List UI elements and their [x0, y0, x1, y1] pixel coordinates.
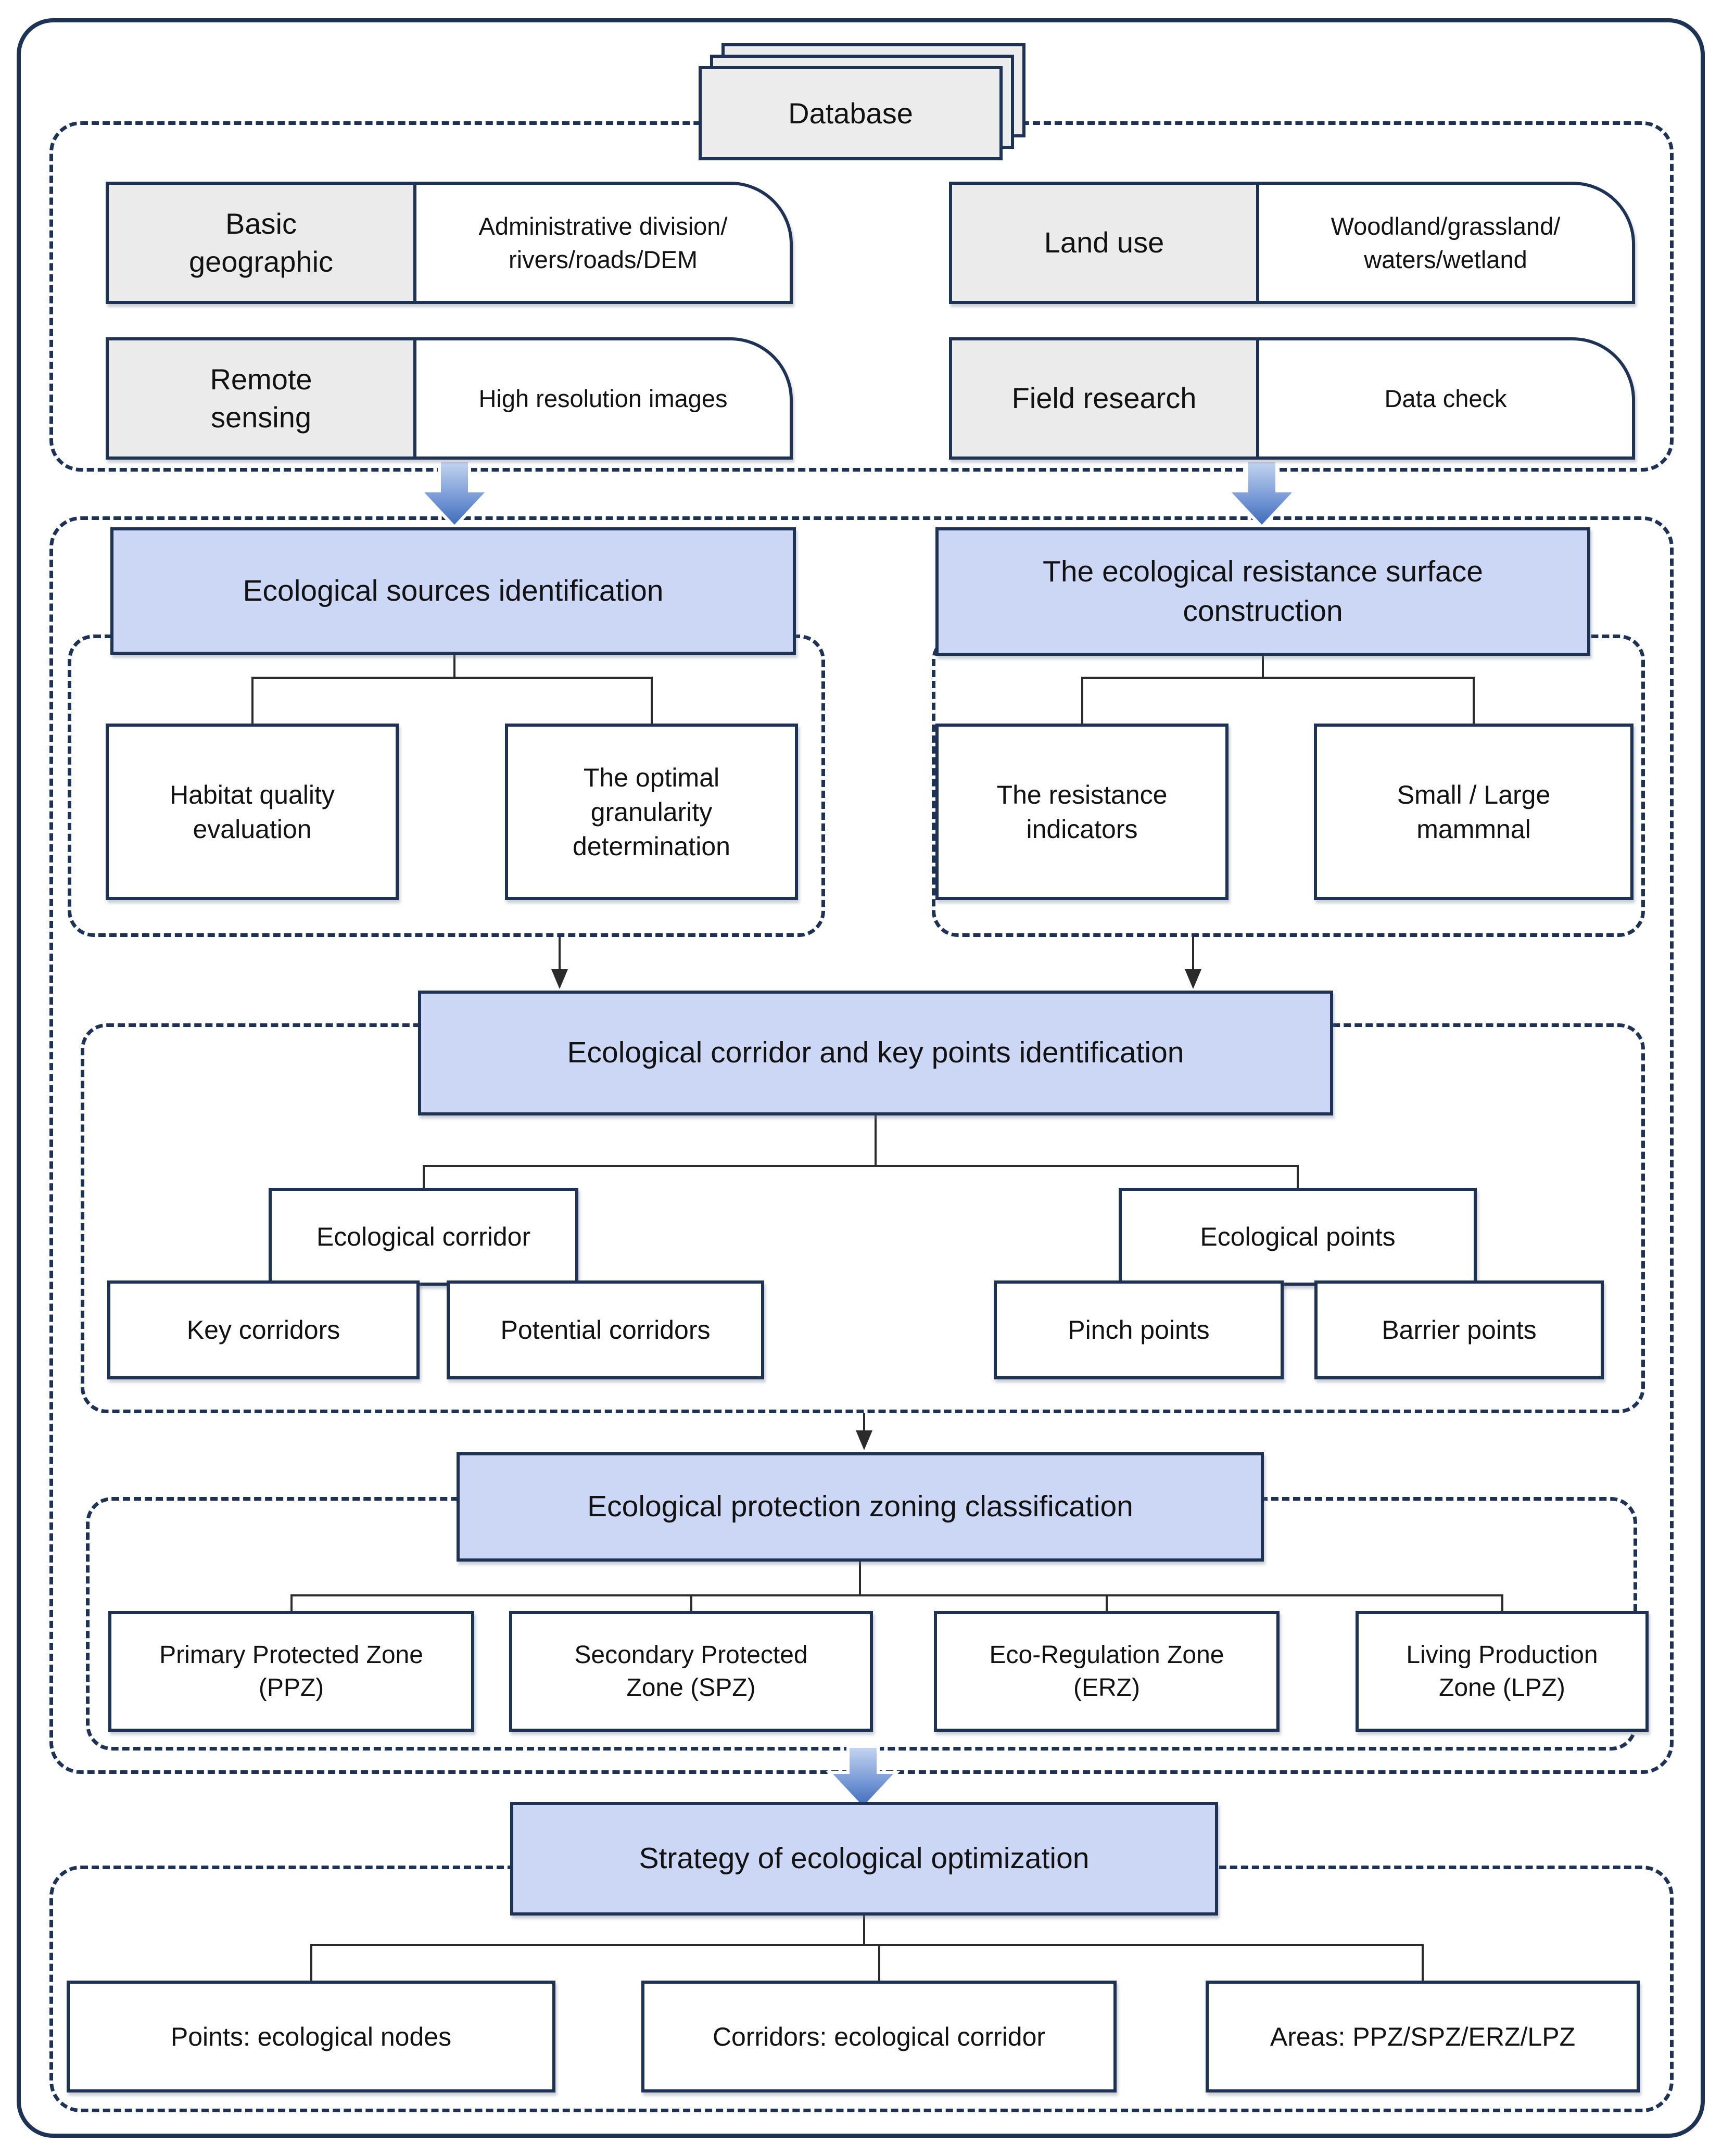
node-potential-corridors: Potential corridors: [447, 1280, 764, 1379]
remote-sensing-category: Remote sensing: [109, 340, 416, 456]
node-habitat-quality: Habitat quality evaluation: [106, 724, 399, 900]
node-resistance-header: The ecological resistance surface constr…: [935, 527, 1590, 656]
node-zoning-header: Ecological protection zoning classificat…: [457, 1452, 1264, 1562]
node-zone-ppz: Primary Protected Zone (PPZ): [108, 1611, 474, 1732]
node-strategy-header: Strategy of ecological optimization: [510, 1802, 1218, 1916]
land-use-category: Land use: [952, 185, 1259, 301]
field-research-category: Field research: [952, 340, 1259, 456]
node-sources-header: Ecological sources identification: [110, 527, 796, 655]
node-basic-geographic: Basic geographic Administrative division…: [106, 182, 793, 304]
node-ecological-corridor: Ecological corridor: [269, 1188, 578, 1286]
remote-sensing-detail: High resolution images: [478, 384, 728, 412]
basic-geographic-category: Basic geographic: [109, 185, 416, 301]
node-land-use: Land use Woodland/grassland/ waters/wetl…: [949, 182, 1635, 304]
node-zone-spz: Secondary Protected Zone (SPZ): [509, 1611, 873, 1732]
node-resistance-indicators: The resistance indicators: [935, 724, 1229, 900]
outer-frame: [17, 18, 1705, 2138]
node-strategy-areas: Areas: PPZ/SPZ/ERZ/LPZ: [1206, 1981, 1640, 2092]
field-research-detail: Data check: [1384, 384, 1507, 412]
node-pinch-points: Pinch points: [994, 1280, 1284, 1379]
node-small-large-mammal: Small / Large mammnal: [1314, 724, 1634, 900]
basic-geographic-detail: Administrative division/ rivers/roads/DE…: [478, 212, 728, 273]
node-strategy-points: Points: ecological nodes: [67, 1981, 555, 2092]
node-field-research: Field research Data check: [949, 337, 1635, 460]
node-strategy-corridors: Corridors: ecological corridor: [641, 1981, 1117, 2092]
node-zone-lpz: Living Production Zone (LPZ): [1356, 1611, 1649, 1732]
node-optimal-granularity: The optimal granularity determination: [505, 724, 798, 900]
node-ecological-points: Ecological points: [1119, 1188, 1477, 1286]
node-remote-sensing: Remote sensing High resolution images: [106, 337, 793, 460]
node-corridor-header: Ecological corridor and key points ident…: [418, 991, 1333, 1115]
node-barrier-points: Barrier points: [1314, 1280, 1604, 1379]
node-database: Database: [699, 66, 1003, 160]
node-zone-erz: Eco-Regulation Zone (ERZ): [934, 1611, 1280, 1732]
land-use-detail: Woodland/grassland/ waters/wetland: [1331, 212, 1561, 273]
node-key-corridors: Key corridors: [107, 1280, 420, 1379]
